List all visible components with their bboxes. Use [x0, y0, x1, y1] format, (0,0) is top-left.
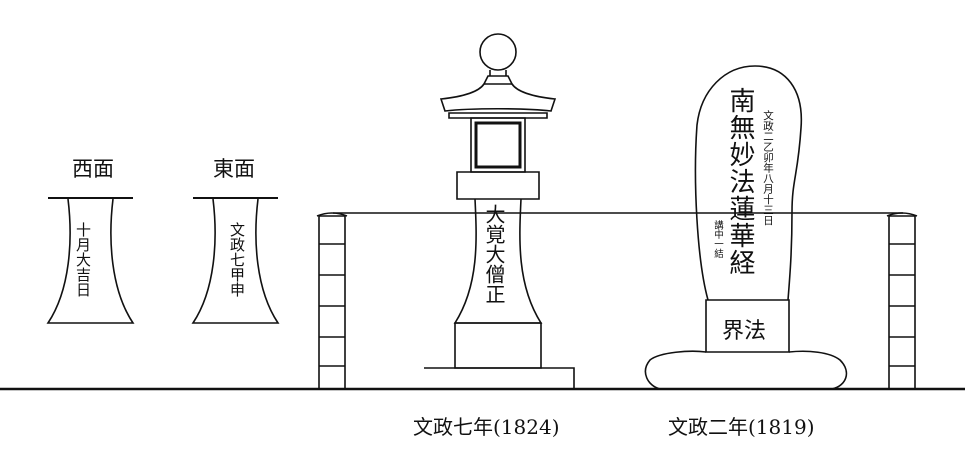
west-face-inscription: 十月大吉日: [74, 222, 92, 297]
stone-monument: [644, 65, 848, 390]
stone-lantern: [424, 33, 575, 390]
east-face-title: 東面: [213, 157, 255, 181]
monument-main-inscription: 南無妙法蓮華経: [725, 87, 755, 276]
west-face-pillar: [46, 197, 135, 324]
east-face-inscription: 文政七甲申: [228, 222, 246, 297]
monument-date-inscription: 文政二乙卯年八月十三日: [762, 110, 774, 226]
east-face-pillar: [191, 197, 280, 324]
lantern-year-label: 文政七年(1824): [413, 415, 560, 439]
monument-year-label: 文政二年(1819): [668, 415, 815, 439]
boundary-fence: [316, 212, 918, 390]
lantern-inscription: 大覚大僧正: [482, 204, 506, 304]
monument-base-label: 界法: [722, 319, 767, 344]
monument-donor-inscription: 講中一結: [712, 220, 723, 258]
west-face-title: 西面: [72, 157, 114, 181]
